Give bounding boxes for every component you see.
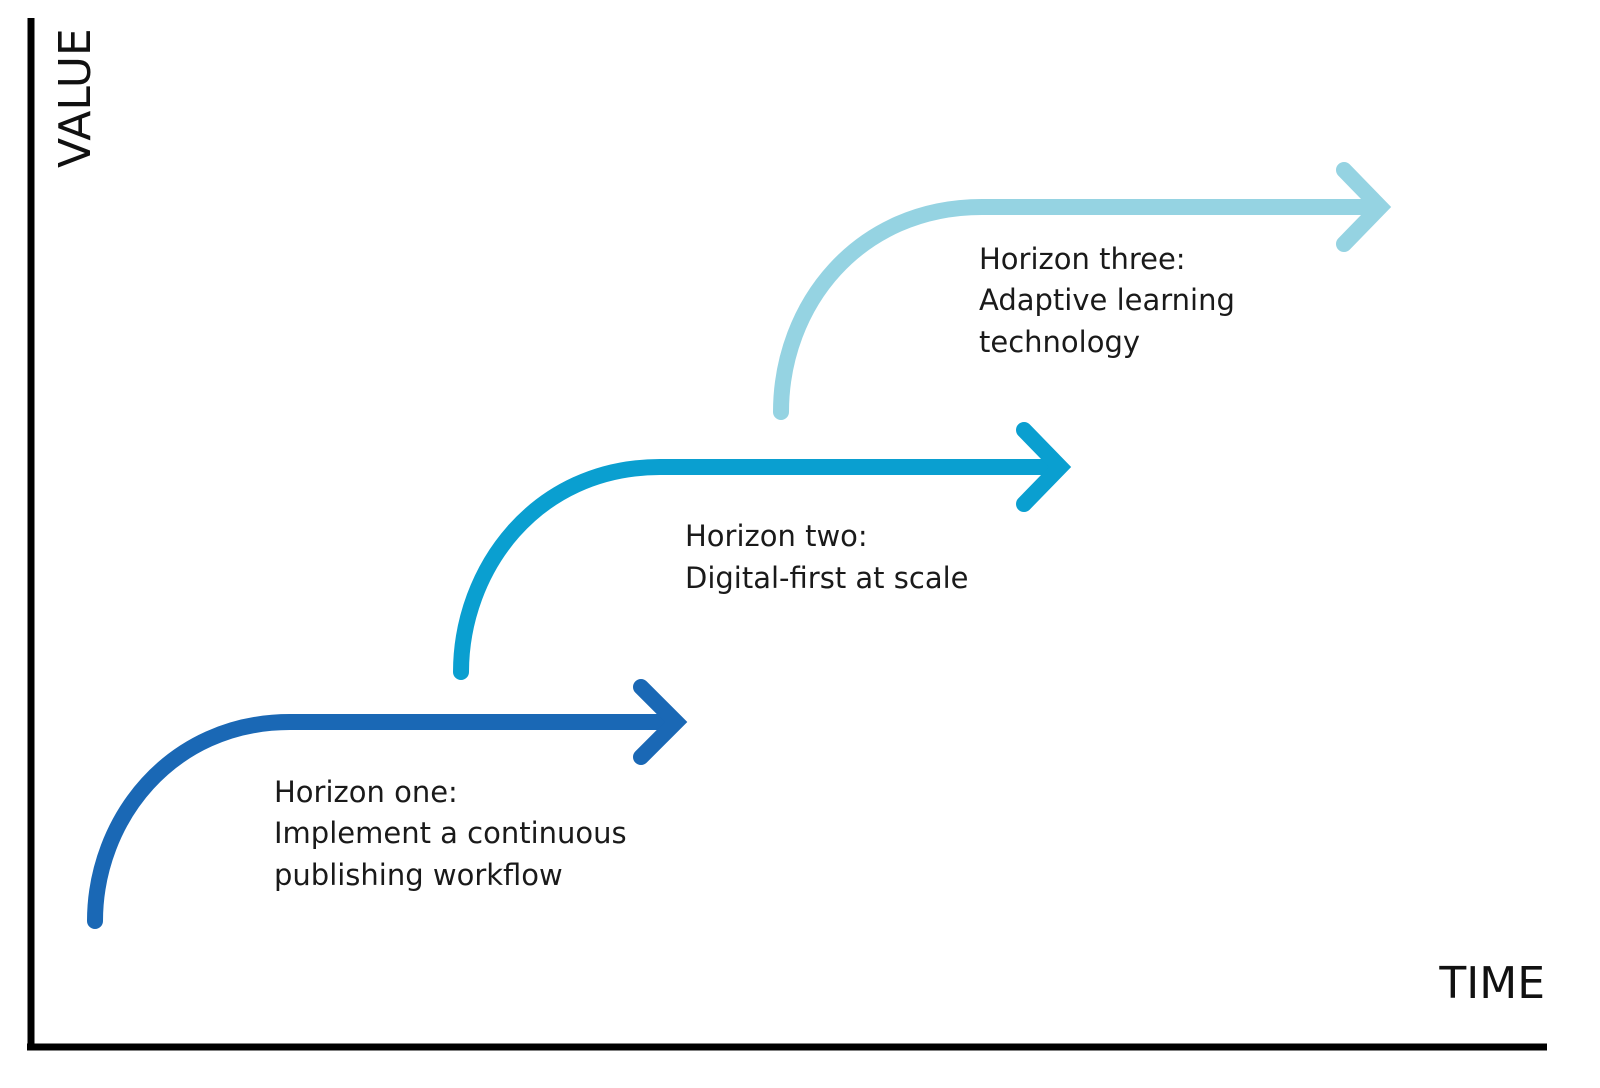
horizon-three-line-2: technology bbox=[979, 325, 1140, 359]
horizon-three-arrowhead bbox=[1336, 162, 1392, 252]
horizon-two-label: Horizon two: Digital-first at scale bbox=[685, 519, 969, 595]
horizon-three-line-1: Adaptive learning bbox=[979, 283, 1235, 317]
horizon-one-arrow bbox=[87, 679, 688, 929]
x-axis-label: TIME bbox=[1438, 958, 1545, 1009]
horizon-one-heading: Horizon one: bbox=[274, 775, 458, 809]
y-axis-label: VALUE bbox=[50, 28, 101, 168]
horizon-two-arrow bbox=[453, 422, 1072, 680]
horizon-two-heading: Horizon two: bbox=[685, 519, 868, 553]
horizon-three-label: Horizon three: Adaptive learning technol… bbox=[979, 242, 1244, 359]
horizon-one-arrowhead bbox=[633, 679, 688, 765]
horizon-two-arrowhead bbox=[1016, 422, 1072, 512]
horizon-one-line-1: Implement a continuous bbox=[274, 816, 627, 850]
horizon-three-arrow bbox=[773, 162, 1392, 420]
horizon-two-line-1: Digital-first at scale bbox=[685, 561, 969, 595]
horizon-two-curve bbox=[453, 459, 1060, 680]
horizon-one-line-2: publishing workflow bbox=[274, 858, 563, 892]
horizon-three-curve bbox=[773, 199, 1380, 420]
horizon-one-label: Horizon one: Implement a continuous publ… bbox=[274, 775, 636, 892]
horizon-three-heading: Horizon three: bbox=[979, 242, 1186, 276]
horizon-one-curve bbox=[87, 714, 678, 929]
